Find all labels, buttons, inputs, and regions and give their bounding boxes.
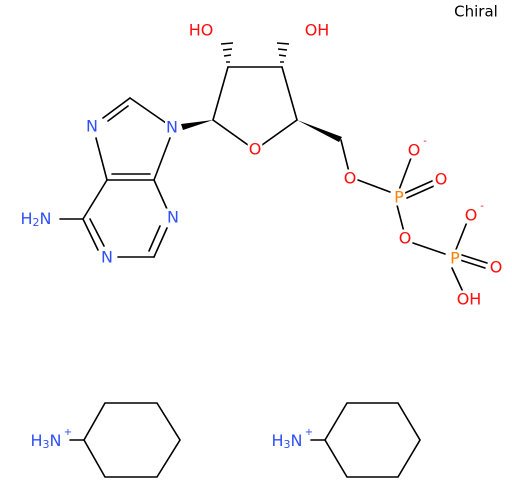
bond-pbeta-oh [451,267,464,293]
label-mask [166,208,180,226]
label-mask [463,206,479,224]
label-mask [397,229,413,247]
atom-label-nh3-a: H3N [31,431,62,452]
label-mask [449,249,462,267]
bond-palpha-oeq-2 [406,185,435,199]
atom-label-n1: N [101,248,113,267]
bond-n1-c6 [82,218,99,251]
atom-label-o-alpha-eq: O [435,170,448,189]
bond-n3-c2 [153,227,168,258]
atom-label-nh2: H2N [21,209,52,230]
bond-pbeta-oeq-1 [461,254,488,264]
atom-label-n3: N [167,208,179,227]
bond-palpha-oneg [398,157,412,191]
bond-pbeta-oeq-2 [459,259,486,269]
atom-label-o-alpha-neg: O [408,141,421,160]
label-mask [85,117,99,135]
bond-c4-n9 [153,137,171,181]
bond-c4-n3 [153,179,168,210]
label-mask [165,118,179,136]
cyclohexane-ring-b [324,402,421,478]
atom-label-o-ring: O [249,140,262,159]
bond-o5-palpha [357,179,391,193]
chiral-label: Chiral [454,3,498,21]
label-mask [19,209,53,228]
atom-label-p-beta: P [450,249,460,268]
bond-c5-o5 [340,139,350,173]
bond-n7-c5 [95,137,108,181]
bond-n3-c2-double [148,225,161,252]
label-mask [303,21,331,39]
wedge-bond-c4-c5 [297,120,342,142]
atom-label-o5: O [344,169,357,188]
charge-nh3-a: + [64,427,72,438]
label-mask [433,170,449,188]
atom-label-ho-c2: HO [189,21,214,40]
atom-label-oh-beta: OH [457,290,482,309]
label-mask [270,431,304,450]
hashed-bond-c3-oh [276,42,290,63]
atom-label-n9: N [166,118,178,137]
charge-o-beta-neg: - [480,201,484,212]
label-mask [247,140,263,158]
label-mask [393,188,406,206]
label-mask [488,258,504,276]
bond-palpha-oeq-1 [404,180,433,194]
bond-c3-c4 [281,66,298,121]
bond-pbeta-oneg [454,221,468,253]
atom-label-n7: N [86,117,98,136]
atom-label-oh-c3: OH [305,21,330,40]
bond-palpha-obridge [396,204,405,233]
bond-c6-c5 [82,179,108,220]
bond-obridge-pbeta [412,242,446,255]
atom-label-o-bridge: O [399,229,412,248]
atom-label-p-alpha: P [394,188,404,207]
hashed-bond-c2-oh [220,42,234,63]
cyclohexane-ring-a [83,402,181,478]
atom-label-o-beta-neg: O [465,206,478,225]
atom-label-o-beta-eq: O [490,258,503,277]
bond-n9-c8 [129,97,167,124]
charge-o-alpha-neg: - [423,136,427,147]
label-mask [406,141,422,159]
atom-label-nh3-b: H3N [272,431,303,452]
label-mask [455,290,483,308]
label-mask [342,169,358,187]
bond-c8-n7-double [107,105,129,122]
bond-c1-c2 [212,66,229,121]
label-mask [187,21,215,39]
wedge-bond-c1-n9 [181,120,213,130]
charge-nh3-b: + [305,427,313,438]
bond-n1-c6-double [89,218,105,247]
bond-c8-n7 [102,97,131,119]
label-mask [100,248,114,266]
label-mask [29,431,63,450]
